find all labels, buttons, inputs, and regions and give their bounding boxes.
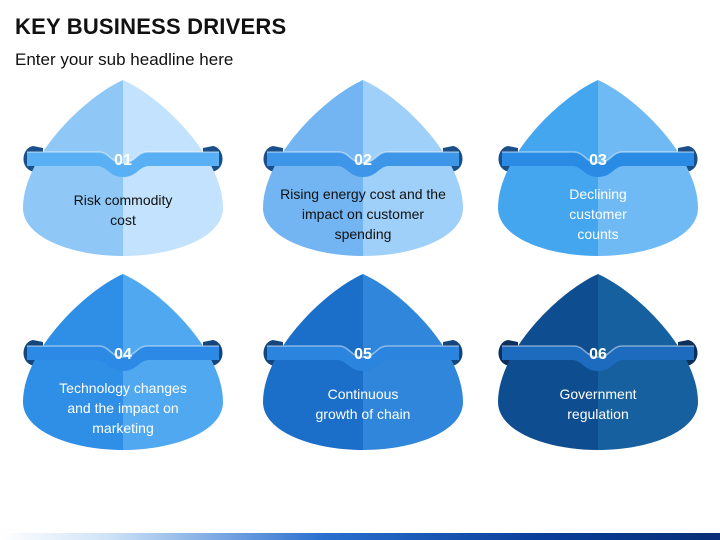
card-number: 06	[589, 346, 607, 363]
card-text-line: spending	[334, 226, 392, 242]
dome-left-half	[263, 80, 363, 256]
card-text-line: Continuous	[327, 386, 399, 402]
dome-right-half	[598, 80, 698, 256]
card-text-line: regulation	[567, 406, 629, 422]
ribbon-highlight	[27, 345, 219, 358]
card-text-line: growth of chain	[315, 406, 411, 422]
page-title: KEY BUSINESS DRIVERS	[15, 14, 287, 39]
card-number: 01	[114, 152, 132, 169]
ribbon-highlight	[267, 345, 459, 358]
card-text-line: Declining	[569, 186, 627, 202]
card-text-line: customer	[569, 206, 627, 222]
ribbon-highlight	[502, 345, 694, 358]
dome-left-half	[23, 80, 123, 256]
card-text-line: Risk commodity	[73, 192, 173, 208]
card-text-line: and the impact on	[67, 400, 179, 416]
dome-right-half	[598, 274, 698, 450]
ribbon-band	[27, 346, 219, 371]
page-subtitle: Enter your sub headline here	[15, 50, 234, 69]
dome-right-half	[123, 274, 223, 450]
ribbon-band	[502, 152, 694, 177]
card-text-line: Technology changes	[59, 380, 187, 396]
ribbon-highlight	[27, 151, 219, 164]
card-number: 04	[114, 346, 132, 363]
card-text-line: Rising energy cost and the	[280, 186, 446, 202]
dome-left-half	[498, 274, 598, 450]
card-text-line: Government	[559, 386, 637, 402]
dome-left-half	[23, 274, 123, 450]
card-text-line: impact on customer	[301, 206, 425, 222]
card-text-line: cost	[110, 212, 136, 228]
dome-left-half	[263, 274, 363, 450]
ribbon-band	[267, 152, 459, 177]
dome-right-half	[363, 80, 463, 256]
dome-left-half	[498, 80, 598, 256]
card-text-line: counts	[577, 226, 619, 242]
ribbon-band	[27, 152, 219, 177]
ribbon-highlight	[267, 151, 459, 164]
card-number: 02	[354, 152, 372, 169]
ribbon-band	[502, 346, 694, 371]
card-text-line: marketing	[92, 420, 154, 436]
card-number: 05	[354, 346, 372, 363]
card-number: 03	[589, 152, 607, 169]
dome-right-half	[123, 80, 223, 256]
dome-right-half	[363, 274, 463, 450]
ribbon-band	[267, 346, 459, 371]
bottom-accent-strip	[0, 533, 720, 540]
ribbon-highlight	[502, 151, 694, 164]
